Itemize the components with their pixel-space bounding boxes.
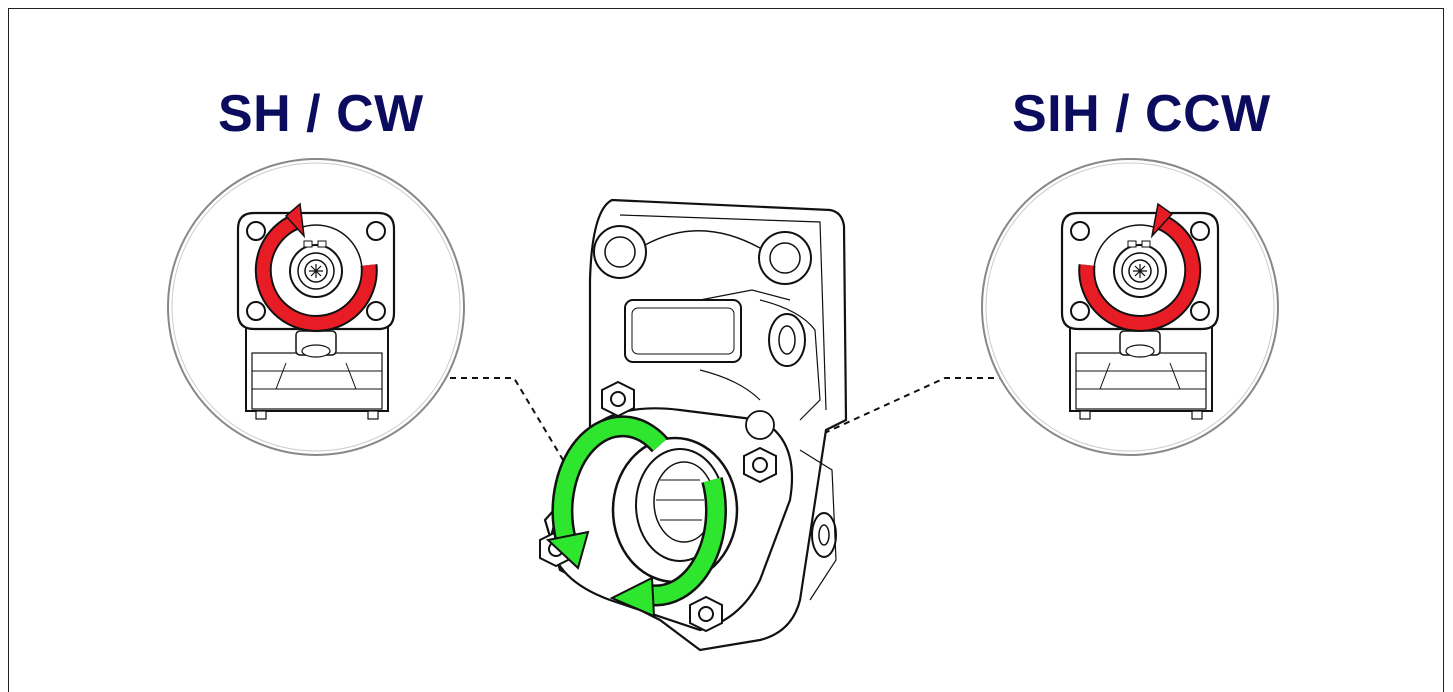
bidirectional-rotation-arrow-icon xyxy=(545,415,727,618)
clockwise-arrow-icon xyxy=(254,202,378,332)
pto-gearbox xyxy=(539,198,848,652)
counterclockwise-arrow-icon xyxy=(1078,202,1202,332)
right-rotation-label: SIH / CCW xyxy=(1012,85,1271,143)
right-detail-view xyxy=(981,158,1279,456)
left-detail-view xyxy=(167,158,465,456)
left-rotation-label: SH / CW xyxy=(218,85,424,143)
